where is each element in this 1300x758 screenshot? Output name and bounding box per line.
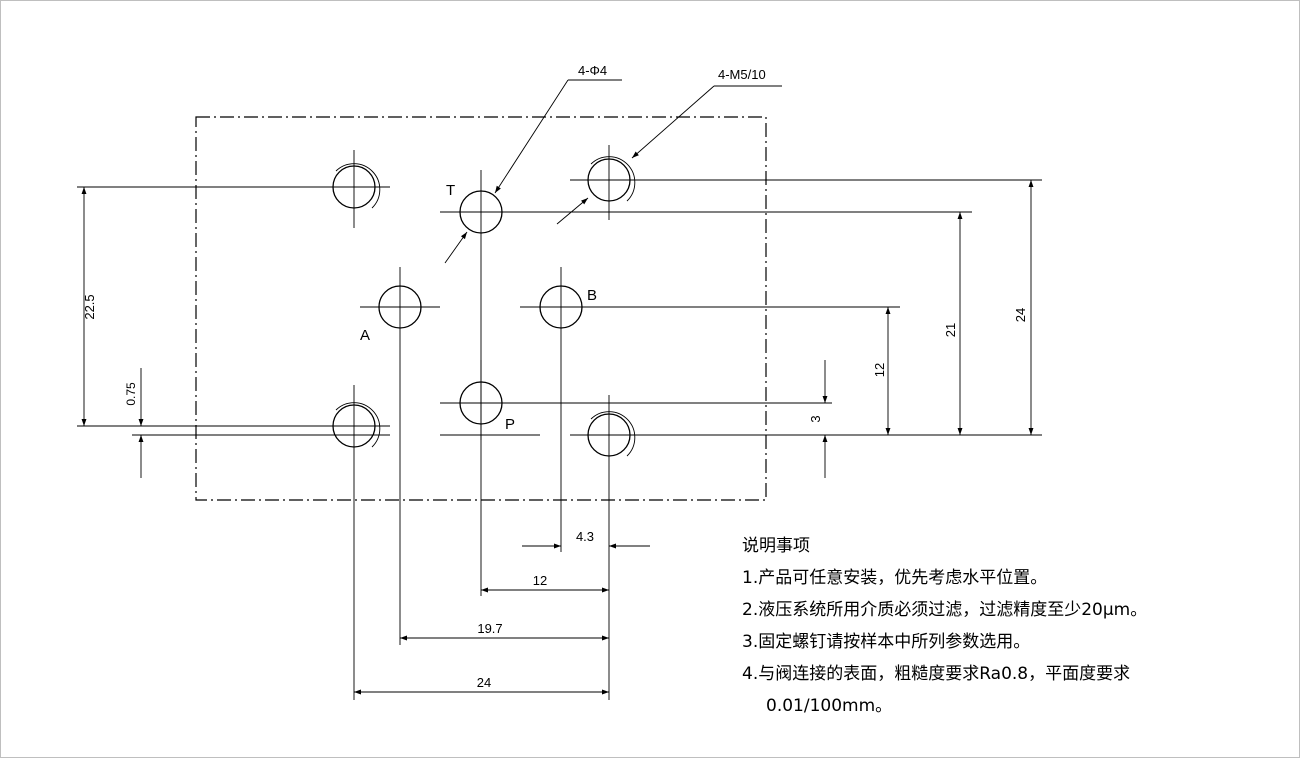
through-holes-callout: 4-Φ4 [578,63,607,78]
port-label-p: P [505,416,515,433]
notes-title: 说明事项 [742,536,810,556]
mounting-hole-bottom-right [587,411,636,457]
port-hole-b [539,285,583,329]
mounting-hole-bottom-left [332,402,381,448]
dim-bottom-24-text: 24 [477,675,491,690]
port-label-a: A [360,327,370,344]
leader-threaded-holes [556,85,782,225]
note-item-4: 4.与阀连接的表面，粗糙度要求Ra0.8，平面度要求 [742,664,1131,684]
dim-bottom-4-3-text: 4.3 [576,529,594,544]
notes-block: 说明事项 1.产品可任意安装，优先考虑水平位置。 2.液压系统所用介质必须过滤，… [742,530,1147,722]
dim-right-12-text: 12 [872,363,887,377]
port-label-b: B [587,287,597,304]
dim-bottom-19-7-text: 19.7 [477,621,502,636]
port-hole-a [378,285,422,329]
note-item-2: 2.液压系统所用介质必须过滤，过滤精度至少20μm。 [742,600,1148,620]
center-lines [77,145,1042,700]
note-item-3: 3.固定螺钉请按样本中所列参数选用。 [742,632,1031,652]
dim-bottom-12-text: 12 [533,573,547,588]
mounting-hole-top-left [332,163,381,209]
dim-right-3-text: 3 [808,415,823,422]
dim-right-21-text: 21 [943,323,958,337]
mounting-hole-top-right [587,156,636,202]
dim-offset-text: 0.75 [124,382,138,406]
threaded-holes-callout: 4-M5/10 [718,67,766,82]
port-hole-p [459,381,503,425]
dim-left-height-text: 22.5 [82,294,97,319]
dim-right-24-text: 24 [1013,308,1028,322]
port-label-t: T [446,182,455,199]
note-item-4-continued: 0.01/100mm。 [766,696,893,716]
leader-through-holes [444,79,622,264]
port-hole-t [459,190,503,234]
note-item-1: 1.产品可任意安装，优先考虑水平位置。 [742,568,1048,588]
